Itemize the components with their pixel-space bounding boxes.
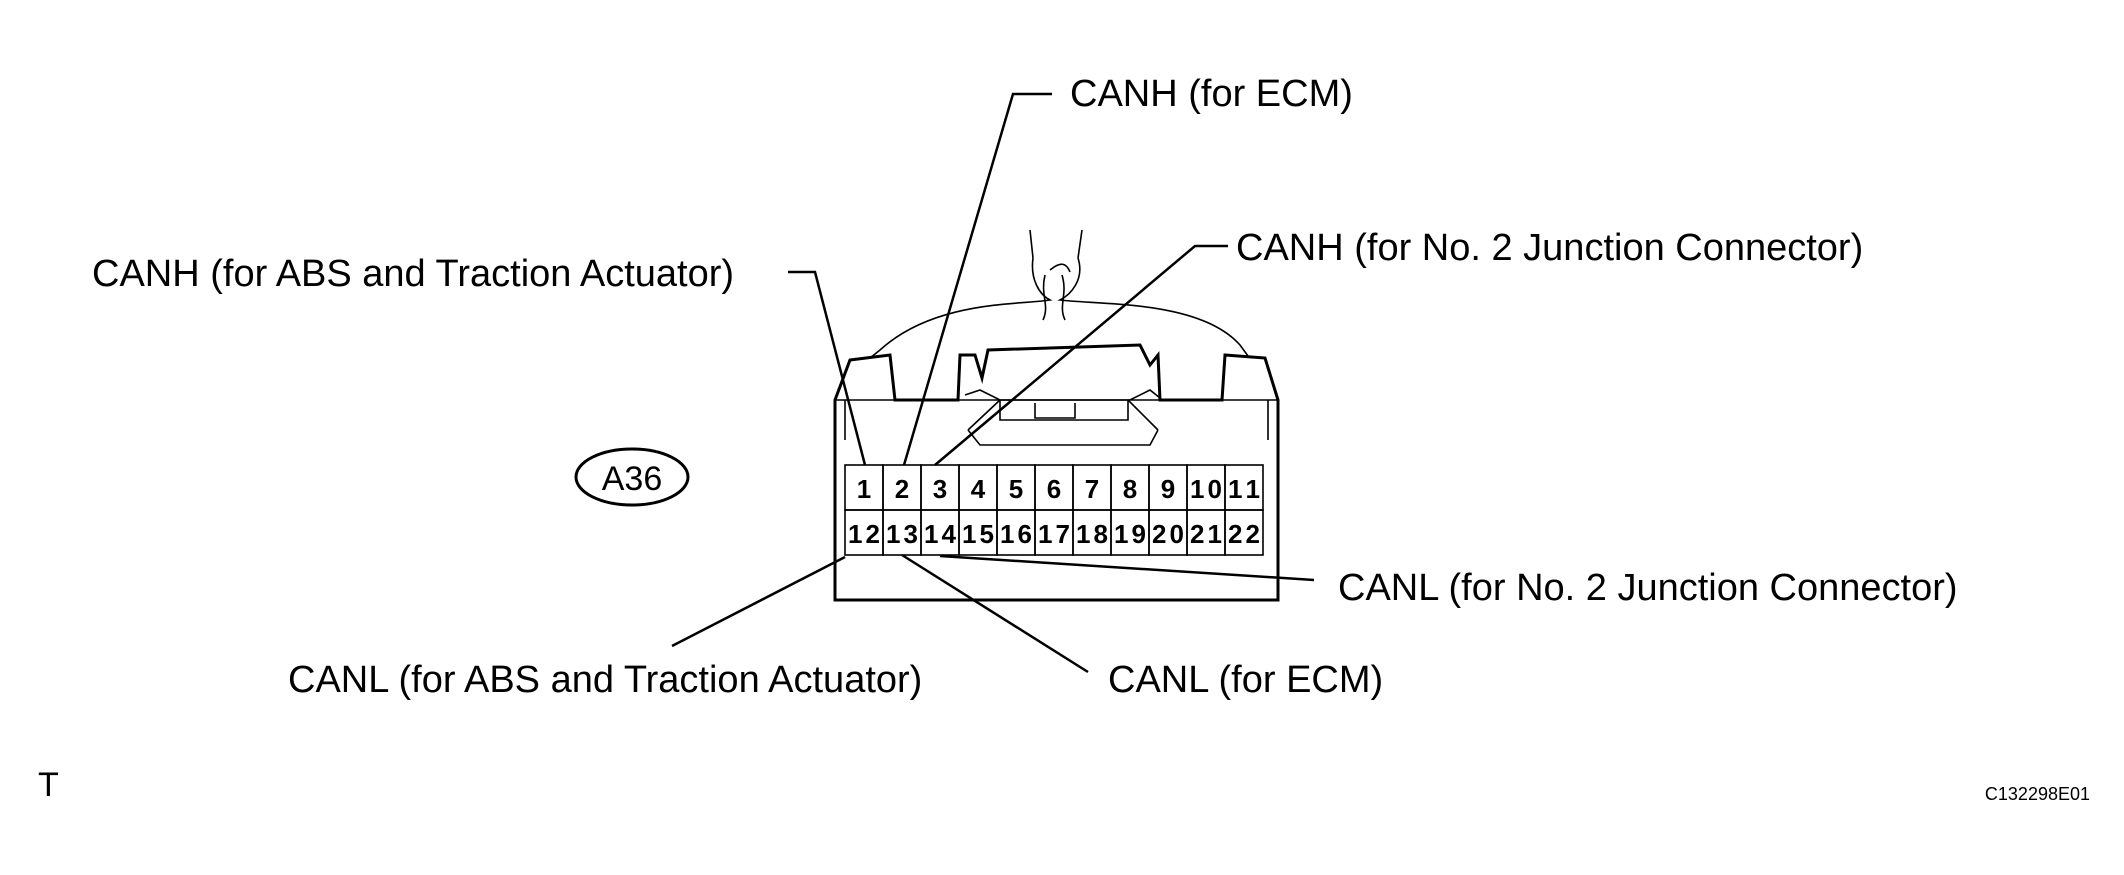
pin-cell: 6 — [1034, 464, 1074, 511]
pin-cell: 19 — [1110, 509, 1150, 556]
pin-number: 10 — [1190, 474, 1222, 504]
pin-cell: 10 — [1186, 464, 1226, 511]
figure-reference: C132298E01 — [1985, 784, 2090, 804]
label-canh-junction-connector: CANH (for No. 2 Junction Connector) — [1236, 227, 1863, 269]
pin-number: 4 — [971, 474, 986, 504]
pin-number: 17 — [1038, 519, 1070, 549]
pin-number: 5 — [1009, 474, 1023, 504]
label-canl-abs: CANL (for ABS and Traction Actuator) — [288, 659, 922, 701]
pin-cell: 17 — [1034, 509, 1074, 556]
pin-number: 9 — [1161, 474, 1175, 504]
pin-cell: 15 — [958, 509, 998, 556]
pin-cell: 21 — [1186, 509, 1226, 556]
pin-number: 1 — [857, 474, 871, 504]
pin-number: 20 — [1152, 519, 1184, 549]
pin-cell: 14 — [920, 509, 960, 556]
pin-cell: 11 — [1224, 464, 1264, 511]
pin-cell: 12 — [844, 509, 884, 556]
pin-number: 16 — [1000, 519, 1032, 549]
pin-number: 11 — [1228, 474, 1260, 504]
pin-number: 14 — [924, 519, 957, 549]
pin-number: 15 — [962, 519, 994, 549]
pin-cell: 3 — [920, 464, 960, 511]
pin-cell: 5 — [996, 464, 1036, 511]
pin-number: 18 — [1076, 519, 1108, 549]
pin-number: 2 — [895, 474, 909, 504]
pin-number: 12 — [848, 519, 880, 549]
wire-harness — [869, 229, 1249, 359]
pin-cell: 8 — [1110, 464, 1150, 511]
connector-code: A36 — [602, 460, 663, 498]
pin-number: 22 — [1228, 519, 1260, 549]
label-canl-junction-connector: CANL (for No. 2 Junction Connector) — [1338, 567, 1958, 609]
pin-cell: 7 — [1072, 464, 1112, 511]
pin-number: 13 — [886, 519, 918, 549]
label-canh-ecm: CANH (for ECM) — [1070, 73, 1353, 115]
pin-cell: 20 — [1148, 509, 1188, 556]
label-canl-ecm: CANL (for ECM) — [1108, 659, 1383, 701]
pin-cell: 13 — [882, 509, 922, 556]
pin-number: 21 — [1190, 519, 1222, 549]
pin-number: 3 — [933, 474, 947, 504]
pin-cell: 9 — [1148, 464, 1188, 511]
callout-lines — [671, 92, 1315, 674]
connector-housing — [833, 343, 1280, 602]
pin-number: 8 — [1123, 474, 1137, 504]
corner-mark: T — [38, 766, 59, 804]
pin-cell: 2 — [882, 464, 922, 511]
pin-cell: 4 — [958, 464, 998, 511]
label-canh-abs: CANH (for ABS and Traction Actuator) — [92, 253, 734, 295]
pin-number: 6 — [1047, 474, 1061, 504]
pin-cell: 22 — [1224, 509, 1264, 556]
pin-cell: 18 — [1072, 509, 1112, 556]
pin-number: 7 — [1085, 474, 1099, 504]
connector-code-badge: A36 — [574, 447, 690, 507]
pin-cell: 16 — [996, 509, 1036, 556]
pin-cell: 1 — [844, 464, 884, 511]
pin-number: 19 — [1114, 519, 1146, 549]
